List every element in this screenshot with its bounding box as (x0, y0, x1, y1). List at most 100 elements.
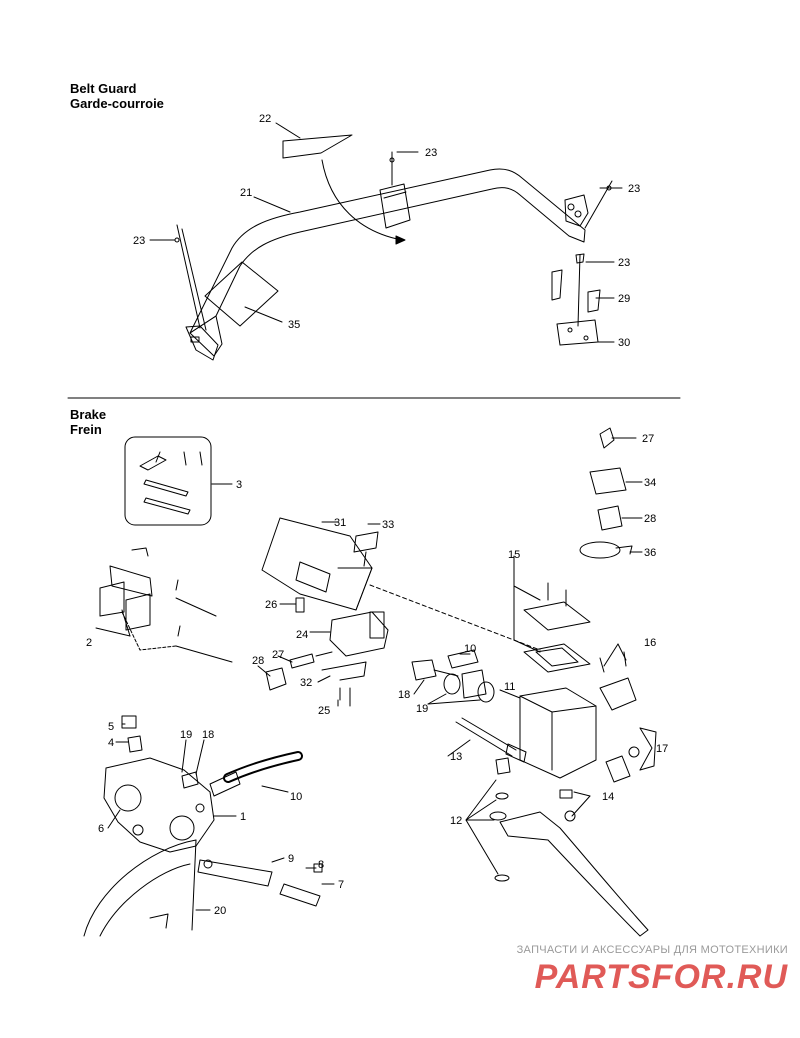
callout-27: 27 (642, 433, 654, 445)
belt-guard-title: Belt Guard Garde-courroie (70, 81, 164, 111)
callout-28: 28 (644, 513, 656, 525)
pivot-14 (559, 789, 573, 799)
brake-title-fr: Frein (70, 422, 102, 437)
cover-31-window (295, 561, 331, 593)
caliper-bolt-hole (132, 824, 144, 836)
callout-35: 35 (288, 319, 300, 331)
kit-rod (143, 497, 191, 515)
diaphragm-15 (523, 643, 591, 673)
callout-23: 23 (425, 147, 437, 159)
brake-callouts: 27 34 3 31 33 28 36 15 26 2 16 24 10 28 … (86, 433, 668, 917)
clip-29-a (551, 269, 563, 301)
washer-12 (489, 811, 507, 821)
clamp-36 (579, 541, 621, 559)
decal-33-arrow (363, 551, 367, 567)
kit-clip (139, 455, 167, 471)
clamp-36-tab (615, 545, 633, 555)
brake-pad-2-b (125, 593, 151, 631)
callout-22: 22 (259, 113, 271, 125)
callout-9: 9 (288, 853, 294, 865)
bracket-17 (639, 727, 657, 771)
pin-23-left-shaft (181, 228, 207, 331)
callout-32: 32 (300, 677, 312, 689)
hose-fitting (209, 771, 241, 797)
kit-rod (143, 479, 189, 497)
screw-26 (295, 597, 305, 613)
guard-hinge-plate (189, 315, 223, 357)
callout-4: 4 (108, 737, 114, 749)
nut-8 (313, 863, 323, 873)
brake-disc-slot (149, 913, 169, 929)
callout-23: 23 (133, 235, 145, 247)
banjo-bolt-18-caliper (181, 771, 199, 789)
callout-19: 19 (180, 729, 192, 741)
banjo-fitting (461, 669, 487, 699)
pad-spring (109, 565, 153, 597)
bolt-7 (279, 883, 321, 907)
callout-3: 3 (236, 479, 242, 491)
cover-31 (261, 517, 373, 611)
callout-34: 34 (644, 477, 656, 489)
pin-23-head (389, 157, 395, 163)
banjo-bolt-shaft (433, 669, 459, 677)
hose-10 (447, 649, 479, 669)
cover-31-face (337, 567, 373, 611)
decal-placement-arrow (321, 159, 403, 241)
callout-6: 6 (98, 823, 104, 835)
push-rod-13 (461, 717, 517, 751)
decal-22 (282, 134, 353, 159)
callout-28: 28 (252, 655, 264, 667)
washer-19 (443, 673, 461, 695)
caliper-piston (169, 815, 195, 841)
brake-leaders (95, 437, 653, 911)
callout-26: 26 (265, 599, 277, 611)
bleeder-4 (127, 735, 143, 753)
callout-13: 13 (450, 751, 462, 763)
callout-20: 20 (214, 905, 226, 917)
plate-30-hole (567, 327, 573, 333)
callout-18: 18 (202, 729, 214, 741)
boot-28 (265, 667, 287, 691)
callout-5: 5 (108, 721, 114, 733)
belt-guard-assembly (174, 134, 613, 361)
spring-27 (289, 653, 315, 669)
callout-27: 27 (272, 649, 284, 661)
callout-8: 8 (318, 859, 324, 871)
guard-bracket-right (564, 194, 589, 227)
diaphragm-inner (535, 647, 579, 667)
plunger (315, 651, 333, 657)
piston-17 (605, 755, 631, 783)
guard-clip-edge (383, 191, 407, 199)
guard-bracket-hole (567, 203, 575, 211)
brake-title-en: Brake (70, 407, 107, 422)
pin-23-left (176, 224, 201, 329)
brake-disc-20-inner (99, 863, 191, 937)
pin-kit-box-3 (124, 436, 212, 526)
callout-12: 12 (450, 815, 462, 827)
caliper-bolt-hole (195, 803, 205, 813)
callout-10: 10 (464, 643, 476, 655)
callout-17: 17 (656, 743, 668, 755)
brake-assembly (83, 427, 657, 937)
callout-19: 19 (416, 703, 428, 715)
callout-2: 2 (86, 637, 92, 649)
bolt-23 (577, 254, 581, 327)
pad-pin (175, 597, 217, 617)
decal-35 (204, 261, 279, 327)
callout-31: 31 (334, 517, 346, 529)
brake-disc-20 (83, 839, 197, 937)
callout-24: 24 (296, 629, 308, 641)
piston-seal (628, 746, 640, 758)
brake-disc-20-edge (191, 839, 197, 931)
pin-23-left-head (174, 237, 180, 243)
callout-33: 33 (382, 519, 394, 531)
watermark-logo: PARTSFOR.RU (534, 958, 788, 996)
callout-30: 30 (618, 337, 630, 349)
washer-12 (495, 792, 509, 800)
clamp-bolt (599, 657, 605, 673)
caliper-piston (114, 784, 142, 812)
callout-25: 25 (318, 705, 330, 717)
bracket-32 (321, 661, 367, 681)
pad-clip (131, 547, 149, 557)
